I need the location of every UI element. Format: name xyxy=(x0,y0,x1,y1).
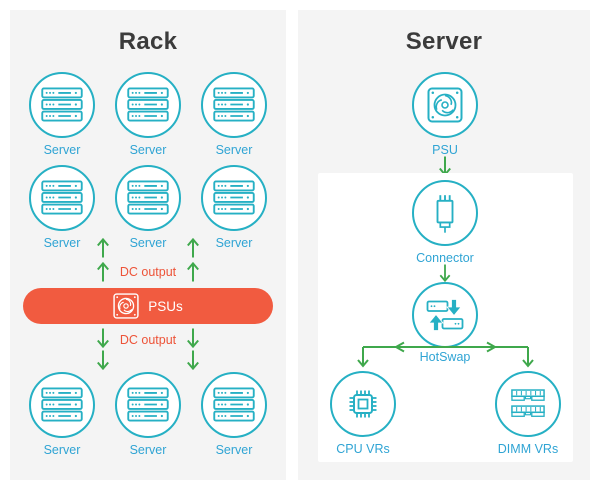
rack-server-node: Server xyxy=(194,372,274,457)
rack-server-node: Server xyxy=(194,165,274,250)
psu-fan-icon xyxy=(427,87,463,123)
arrow-down-icon xyxy=(438,264,452,282)
server-label: Server xyxy=(129,443,167,457)
dc-output-label: DC output xyxy=(119,265,177,279)
server-icon xyxy=(213,180,255,216)
server-icon xyxy=(127,87,169,123)
connector-label: Connector xyxy=(416,251,474,265)
server-icon xyxy=(127,180,169,216)
server-icon xyxy=(127,387,169,423)
dimm-vrs-node: DIMM VRs xyxy=(488,371,568,456)
connector-icon xyxy=(430,192,460,234)
hotswap-node xyxy=(405,282,485,348)
cpu-vrs-node: CPU VRs xyxy=(323,371,403,456)
cpu-icon xyxy=(343,384,383,424)
rack-server-node: Server xyxy=(108,72,188,157)
dimm-vrs-label: DIMM VRs xyxy=(497,442,559,456)
rack-server-node: Server xyxy=(22,165,102,250)
arrow-up-icon xyxy=(186,238,200,258)
dimm-icon xyxy=(509,387,547,421)
server-label: Server xyxy=(43,236,81,250)
server-icon xyxy=(213,87,255,123)
rack-server-node: Server xyxy=(194,72,274,157)
branch-connector xyxy=(357,341,534,368)
psus-label: PSUs xyxy=(148,298,183,314)
rack-server-node: Server xyxy=(22,372,102,457)
arrow-down-icon xyxy=(186,350,200,370)
hotswap-icon xyxy=(426,298,464,332)
rack-server-node: Server xyxy=(108,372,188,457)
server-panel: Server PSU Connector HotSwap xyxy=(298,10,590,480)
server-icon xyxy=(41,180,83,216)
server-icon xyxy=(41,87,83,123)
rack-panel: Rack Server Server Server Server Server … xyxy=(10,10,286,480)
arrow-up-icon xyxy=(96,238,110,258)
server-label: Server xyxy=(215,443,253,457)
server-label: Server xyxy=(43,443,81,457)
server-label: Server xyxy=(129,143,167,157)
rack-title: Rack xyxy=(118,28,178,55)
psus-bar: PSUs xyxy=(23,288,273,324)
server-icon xyxy=(41,387,83,423)
server-title: Server xyxy=(405,28,483,55)
arrow-down-icon xyxy=(96,350,110,370)
rack-server-node: Server xyxy=(22,72,102,157)
cpu-vrs-label: CPU VRs xyxy=(336,442,390,456)
server-label: Server xyxy=(215,143,253,157)
server-label: Server xyxy=(43,143,81,157)
psu-node: PSU xyxy=(405,72,485,157)
server-icon xyxy=(213,387,255,423)
connector-node: Connector xyxy=(405,180,485,265)
rack-server-node: Server xyxy=(108,165,188,250)
server-label: Server xyxy=(129,236,167,250)
dc-output-label: DC output xyxy=(119,333,177,347)
server-label: Server xyxy=(215,236,253,250)
psu-fan-icon xyxy=(113,293,139,319)
psu-label: PSU xyxy=(432,143,458,157)
hotswap-label: HotSwap xyxy=(419,350,471,364)
